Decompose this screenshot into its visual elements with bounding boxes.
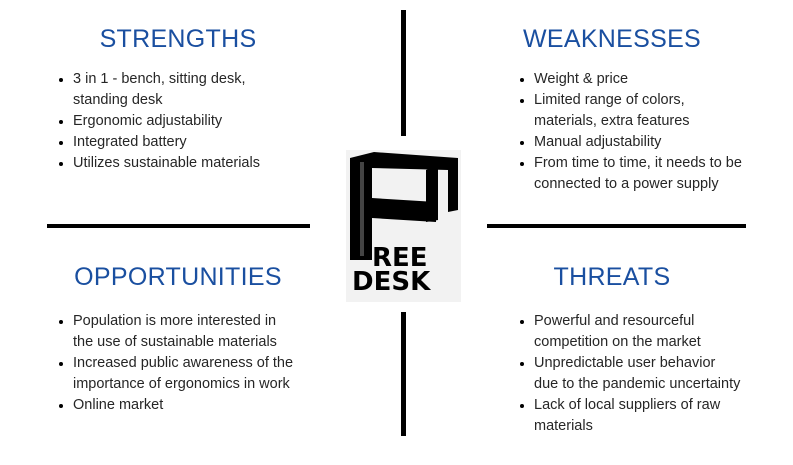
weaknesses-title: WEAKNESSES [522,25,702,53]
list-item: Ergonomic adjustability [73,111,260,132]
vertical-divider-bottom [401,312,406,436]
logo-text-desk: DESK [352,267,431,297]
horizontal-divider-left [47,224,310,228]
opportunities-title: OPPORTUNITIES [74,263,282,291]
horizontal-divider-right [487,224,746,228]
threats-title: THREATS [553,263,671,291]
list-item: Unpredictable user behavior due to the p… [534,353,740,395]
opportunities-list: Population is more interested in the use… [59,311,293,416]
list-item: From time to time, it needs to be connec… [534,153,742,195]
logo-text-ree: REE [372,243,428,273]
list-item: Online market [73,395,293,416]
list-item: Limited range of colors, materials, extr… [534,90,742,132]
strengths-list: 3 in 1 - bench, sitting desk, standing d… [59,69,260,174]
list-item: Utilizes sustainable materials [73,153,260,174]
freedesk-logo: REE DESK [346,150,461,302]
list-item: Manual adjustability [534,132,742,153]
strengths-title: STRENGTHS [99,25,257,53]
list-item: Lack of local suppliers of raw materials [534,395,740,437]
list-item: Powerful and resourceful competition on … [534,311,740,353]
list-item: 3 in 1 - bench, sitting desk, standing d… [73,69,260,111]
threats-list: Powerful and resourceful competition on … [520,311,740,437]
list-item: Weight & price [534,69,742,90]
list-item: Increased public awareness of the import… [73,353,293,395]
vertical-divider-top [401,10,406,136]
desk-logo-icon: REE DESK [350,152,458,297]
list-item: Integrated battery [73,132,260,153]
list-item: Population is more interested in the use… [73,311,293,353]
weaknesses-list: Weight & price Limited range of colors, … [520,69,742,195]
